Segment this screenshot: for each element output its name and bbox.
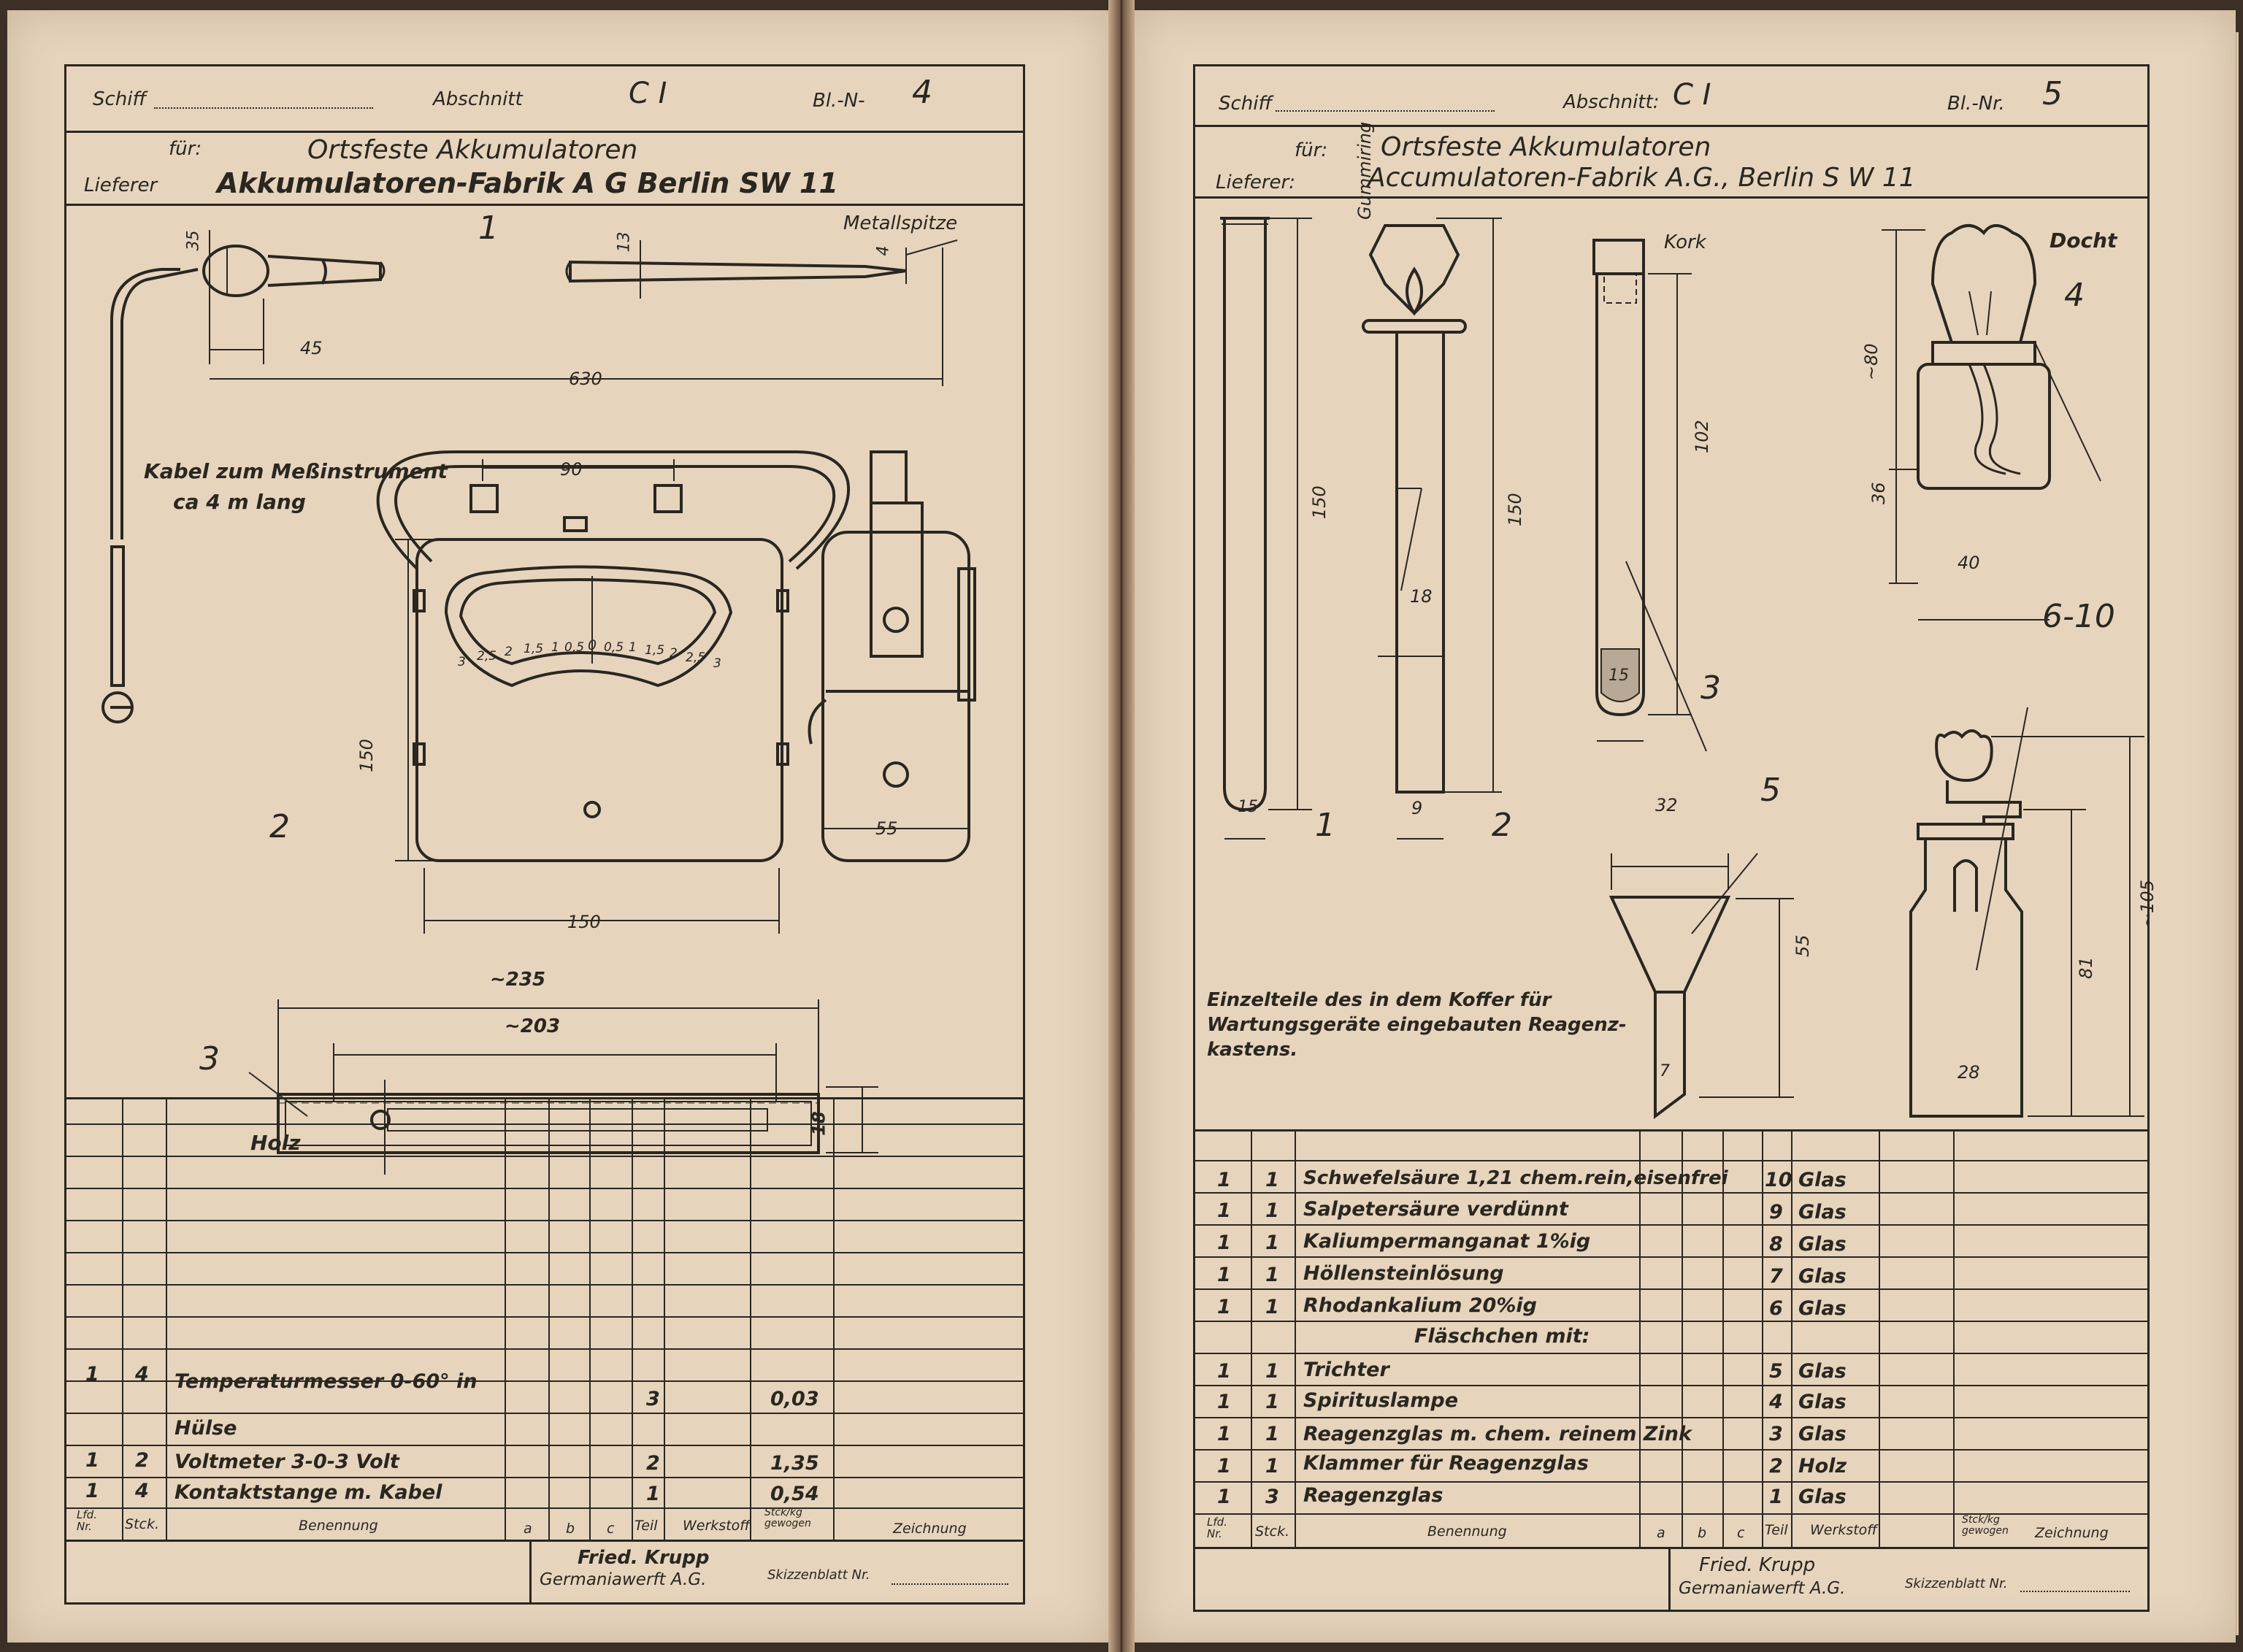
clamp-2-drawing	[1362, 224, 1467, 794]
dim-13: 13	[615, 231, 634, 253]
left-drawing-sheet: Schiff Abschnitt C I Bl.-N- 4 für: Ortsf…	[64, 64, 1025, 1605]
bottle-6-10-drawing	[1909, 729, 2023, 1118]
lieferer-value: Akkumulatoren-Fabrik A G Berlin SW 11	[217, 167, 838, 199]
right-header-row-1: Schiff Abschnitt: C I Bl.-Nr. 5	[1195, 66, 2147, 127]
item-6-10-number: 6-10	[2042, 598, 2115, 635]
book-gutter	[1108, 0, 1135, 1652]
rod-dimensions	[209, 230, 958, 386]
lieferer-value: Accumulatoren-Fabrik A.G., Berlin S W 11	[1368, 163, 1916, 193]
dim-80: ~80	[1861, 343, 1882, 380]
fuer-value: Ortsfeste Akkumulatoren	[307, 135, 638, 165]
skizzenblatt-label: Skizzenblatt Nr.	[1905, 1576, 2008, 1591]
schiff-label: Schiff	[1219, 93, 1273, 115]
dim-32: 32	[1655, 795, 1678, 815]
dim-55: 55	[1793, 934, 1813, 957]
voltmeter-front-drawing	[376, 450, 851, 862]
table-header: Lfd. Nr. Stck. Benennung a b c Teil Werk…	[77, 1507, 967, 1537]
docht-label: Docht	[2050, 228, 2117, 253]
dim-45: 45	[300, 338, 323, 358]
dim-150-tube: 150	[1309, 485, 1330, 519]
right-parts-table: 1 1 Schwefelsäure 1,21 chem.rein,eisenfr…	[1195, 1129, 2147, 1610]
item-3-number: 3	[1701, 669, 1721, 707]
holz-label: Holz	[250, 1131, 301, 1155]
abschnitt-label: Abschnitt:	[1563, 91, 1660, 113]
dim-7: 7	[1660, 1062, 1670, 1080]
blatt-value: 4	[912, 74, 932, 111]
test-tube-1-drawing	[1220, 217, 1270, 812]
dim-105: ~105	[2137, 880, 2158, 928]
dim-102: 102	[1692, 420, 1712, 453]
note-line-2: Wartungsgeräte eingebauten Reagenz-	[1207, 1014, 1627, 1036]
contact-rod-drawing	[101, 245, 907, 723]
note-line-3: kastens.	[1207, 1039, 1298, 1061]
left-parts-table: 1 4 Temperaturmesser 0-60° in 3 0,03 Hül…	[66, 1097, 1023, 1602]
footer-company-line-1: Fried. Krupp	[578, 1547, 710, 1569]
dim-90: 90	[560, 459, 583, 480]
left-page: Schiff Abschnitt C I Bl.-N- 4 für: Ortsf…	[7, 10, 1108, 1643]
dim-35: 35	[184, 230, 203, 251]
footer-company-line-2: Germaniawerft A.G.	[540, 1570, 707, 1589]
right-page: Schiff Abschnitt: C I Bl.-Nr. 5 für: Ort…	[1135, 10, 2236, 1643]
table-header: Lfd. Nr. Stck. Benennung a b c Teil Werk…	[1207, 1514, 2109, 1542]
dim-235: ~235	[490, 969, 546, 991]
right-drawing-sheet: Schiff Abschnitt: C I Bl.-Nr. 5 für: Ort…	[1193, 64, 2158, 1612]
blatt-value: 5	[2042, 75, 2063, 112]
gummiring-label: Gummiring	[1354, 121, 1375, 220]
schiff-label: Schiff	[93, 88, 147, 110]
dim-15-glass: 15	[1609, 666, 1629, 685]
dim-150-clamp: 150	[1505, 493, 1525, 526]
dim-203: ~203	[505, 1015, 561, 1037]
dim-9: 9	[1411, 798, 1423, 818]
dim-28: 28	[1958, 1062, 1980, 1083]
dim-55: 55	[875, 818, 898, 839]
funnel-5-drawing	[1609, 896, 1731, 1119]
footer-company-line-2: Germaniawerft A.G.	[1679, 1579, 1846, 1598]
fuer-label: für:	[1295, 139, 1328, 161]
dim-150-height: 150	[356, 739, 377, 772]
dim-150-width: 150	[567, 912, 601, 932]
left-header-row-1: Schiff Abschnitt C I Bl.-N- 4	[66, 66, 1023, 133]
item-2-number: 2	[269, 808, 290, 845]
blatt-label: Bl.-Nr.	[1947, 93, 2005, 115]
dim-630: 630	[569, 369, 602, 389]
dim-18: 18	[1410, 586, 1433, 607]
fuer-label: für:	[169, 138, 202, 160]
voltmeter-dimensions	[395, 459, 969, 934]
left-technical-drawing	[101, 230, 976, 1175]
abschnitt-label: Abschnitt	[433, 88, 523, 110]
dim-4: 4	[874, 245, 893, 256]
right-header-row-2: für: Ortsfeste Akkumulatoren Lieferer: A…	[1195, 125, 2147, 199]
metallspitze-label: Metallspitze	[843, 212, 958, 234]
item-3-number: 3	[199, 1040, 220, 1077]
lieferer-label: Lieferer	[84, 174, 158, 196]
spirit-lamp-4-drawing	[1917, 224, 2051, 490]
thermometer-dimensions	[248, 999, 878, 1175]
item-1-number: 1	[1315, 807, 1335, 844]
reagent-glass-3-drawing	[1592, 239, 1645, 717]
lieferer-label: Lieferer:	[1216, 172, 1295, 193]
right-technical-drawing	[1220, 217, 2144, 1132]
item-2-number: 2	[1492, 807, 1512, 844]
kabel-note-line-1: Kabel zum Meßinstrument	[144, 459, 448, 483]
footer-company-line-1: Fried. Krupp	[1699, 1554, 1816, 1576]
abschnitt-value: C I	[629, 77, 667, 110]
note-line-1: Einzelteile des in dem Koffer für	[1207, 989, 1552, 1011]
item-4-number: 4	[2064, 277, 2085, 314]
right-dimensions	[1224, 218, 2144, 1132]
item-5-number: 5	[1760, 772, 1781, 809]
kabel-note-line-2: ca 4 m lang	[173, 490, 306, 514]
left-header-row-2: für: Ortsfeste Akkumulatoren Lieferer Ak…	[66, 131, 1023, 206]
voltmeter-scale: 3 2,5 2 1,5 1 0,5 0 0,5 1 1,5 2 2,5 3	[458, 637, 721, 671]
skizzenblatt-label: Skizzenblatt Nr.	[767, 1567, 870, 1583]
voltmeter-side-drawing	[808, 450, 976, 862]
dim-81: 81	[2076, 956, 2096, 979]
item-1-number: 1	[478, 210, 499, 247]
blatt-label: Bl.-N-	[813, 90, 865, 112]
dim-40: 40	[1958, 553, 1980, 573]
dim-36: 36	[1868, 482, 1889, 504]
fuer-value: Ortsfeste Akkumulatoren	[1381, 132, 1711, 162]
kork-label: Kork	[1664, 231, 1706, 253]
dim-15-tube: 15	[1238, 798, 1258, 816]
abschnitt-value: C I	[1673, 78, 1711, 112]
